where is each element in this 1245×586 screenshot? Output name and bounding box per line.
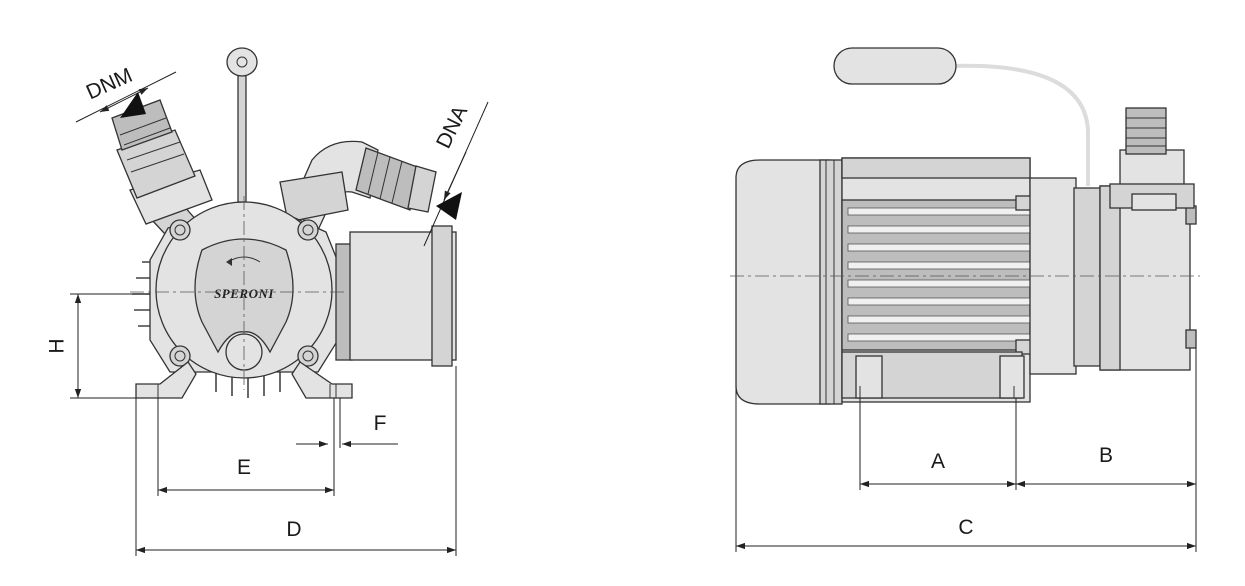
label-f: F — [374, 412, 387, 435]
fan-cover — [735, 159, 831, 405]
motor-fins — [847, 207, 1031, 342]
label-c: C — [958, 516, 973, 539]
brand-logo: SPERONI — [214, 286, 274, 301]
c-dimension: C — [735, 386, 1196, 552]
h-dimension: H — [46, 293, 150, 399]
side-handle — [833, 47, 1090, 186]
label-h: H — [46, 338, 69, 353]
side-base — [841, 351, 1025, 399]
side-view: A B C — [730, 47, 1200, 552]
f-dimension: F — [296, 398, 398, 448]
label-b: B — [1099, 444, 1113, 467]
motor-body — [841, 157, 1037, 403]
label-e: E — [237, 456, 251, 479]
e-dimension: E — [157, 398, 335, 496]
d-dimension: D — [135, 366, 457, 556]
label-dna: DNA — [432, 102, 472, 152]
motor-end — [335, 225, 457, 367]
a-dimension: A — [859, 398, 1017, 490]
carry-handle — [226, 47, 258, 203]
suction-fitting — [1109, 107, 1195, 211]
flange-bolts — [169, 219, 319, 367]
label-a: A — [931, 450, 945, 473]
b-dimension: B — [1016, 348, 1197, 552]
label-d: D — [286, 518, 301, 541]
delivery-elbow — [279, 140, 437, 231]
front-view: SPERONI D — [46, 47, 489, 556]
base-feet — [135, 361, 353, 399]
